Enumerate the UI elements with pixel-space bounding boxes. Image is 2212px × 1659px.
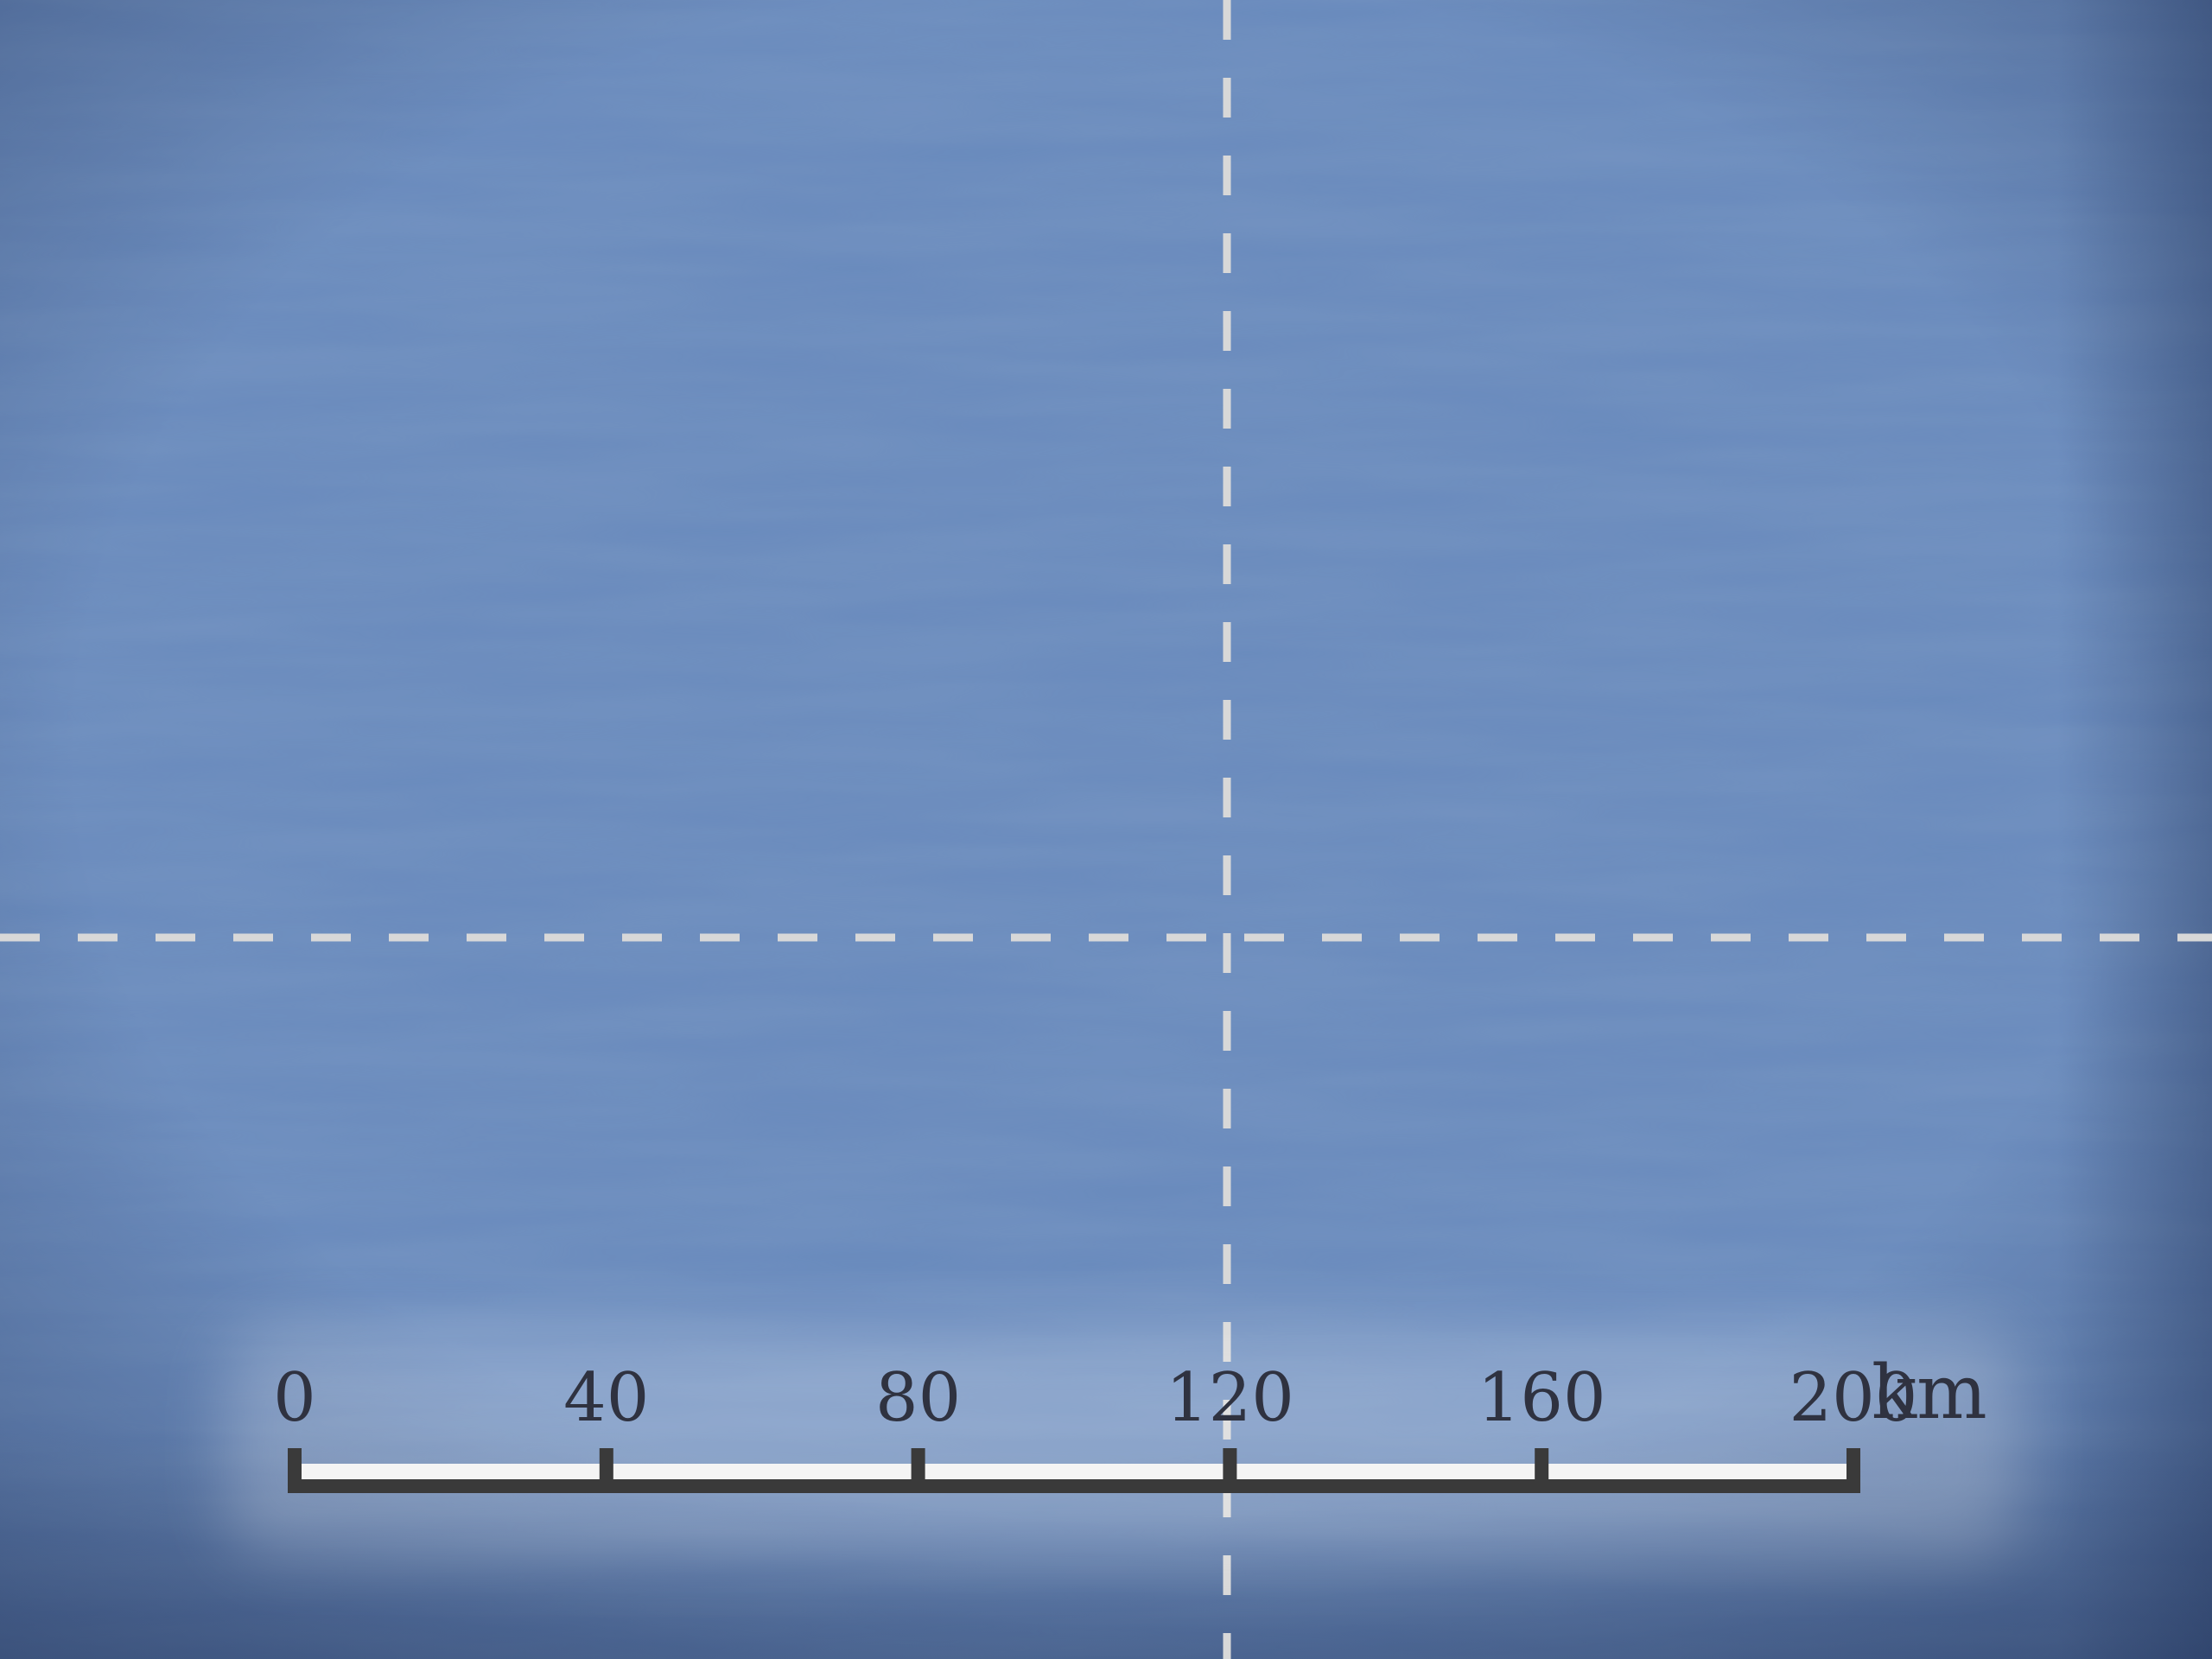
scale-bar-tick-160 xyxy=(1535,1448,1549,1486)
scale-bar-tick-200 xyxy=(1847,1448,1860,1493)
scale-bar-tick-40 xyxy=(599,1448,613,1486)
scale-bar-label-0: 0 xyxy=(273,1359,316,1437)
scale-bar-fill xyxy=(295,1464,1853,1481)
scale-bar-label-80: 80 xyxy=(874,1359,962,1437)
scale-bar-label-120: 120 xyxy=(1165,1359,1294,1437)
scale-bar-tick-0 xyxy=(288,1448,302,1493)
scale-bar-label-160: 160 xyxy=(1477,1359,1606,1437)
scale-bar-label-200: 200 xyxy=(1789,1359,1918,1437)
scale-bar-unit: km xyxy=(1872,1350,1987,1436)
scale-bar-label-40: 40 xyxy=(563,1359,650,1437)
scale-bar-tick-80 xyxy=(911,1448,925,1486)
scale-bar-tick-120 xyxy=(1223,1448,1237,1486)
scale-bar xyxy=(288,1448,1860,1493)
scale-bar-halo xyxy=(225,1331,2022,1555)
scale-bar-baseline xyxy=(289,1479,1859,1493)
